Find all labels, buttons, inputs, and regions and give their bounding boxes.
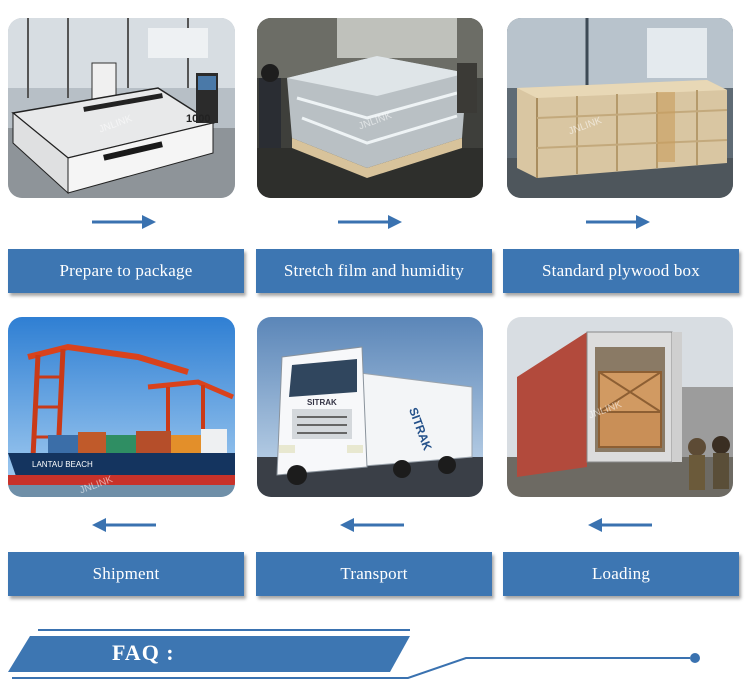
machine-plate-text: 1000: [186, 113, 210, 125]
step-label-shipment: Shipment: [8, 552, 244, 596]
photo-stretch-film: JNLINK: [257, 18, 483, 198]
arrow-left-icon: [92, 518, 156, 532]
photo-loading: JNLINK: [507, 317, 733, 497]
truck-brand-text: SITRAK: [307, 398, 337, 407]
photo-shipment: LANTAU BEACH JNLINK: [8, 317, 235, 497]
photo-plywood-box: JNLINK: [507, 18, 733, 198]
faq-title: FAQ :: [112, 640, 175, 665]
step-label-prepare: Prepare to package: [8, 249, 244, 293]
step-label-transport: Transport: [256, 552, 492, 596]
arrow-left-icon: [588, 518, 652, 532]
step-label-stretch-film: Stretch film and humidity: [256, 249, 492, 293]
step-label-plywood-box: Standard plywood box: [503, 249, 739, 293]
arrow-right-icon: [338, 215, 402, 229]
arrow-left-icon: [340, 518, 404, 532]
photo-prepare-to-package: 1000 JNLINK: [8, 18, 235, 198]
arrow-right-icon: [586, 215, 650, 229]
arrow-right-icon: [92, 215, 156, 229]
faq-dot-icon: [690, 653, 700, 663]
step-label-loading: Loading: [503, 552, 739, 596]
photo-transport: SITRAK SITRAK: [257, 317, 483, 497]
ship-name-text: LANTAU BEACH: [32, 460, 93, 469]
faq-banner: [0, 620, 745, 694]
